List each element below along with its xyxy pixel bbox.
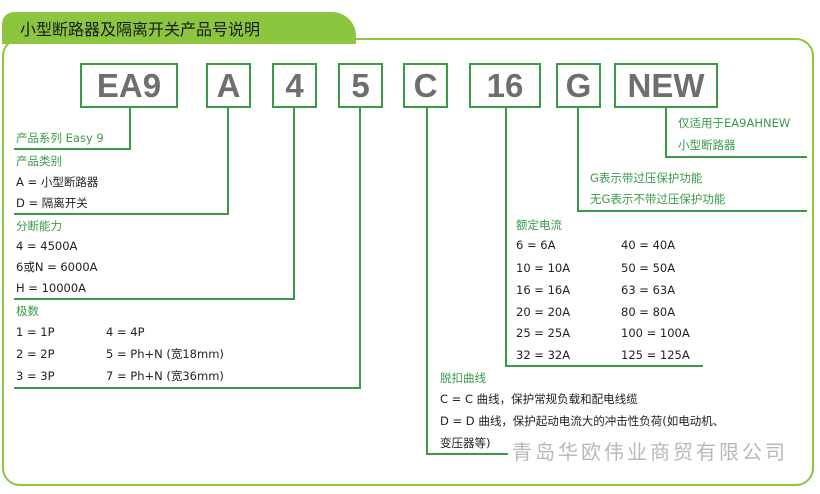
type-title: 产品类别	[16, 154, 62, 168]
current-item: 125 = 125A	[621, 348, 690, 362]
underline-poles	[14, 387, 361, 389]
connector-current	[505, 108, 507, 366]
current-item: 32 = 32A	[516, 348, 571, 362]
poles-title: 极数	[16, 304, 39, 318]
connector-poles	[359, 108, 361, 388]
code-curve-box: C	[403, 63, 448, 108]
curve-item: 变压器等)	[440, 436, 491, 450]
underline-new	[665, 156, 807, 158]
current-item: 40 = 40A	[621, 238, 676, 252]
curve-item: C = C 曲线，保护常规负载和配电线缆	[440, 392, 638, 406]
current-item: 100 = 100A	[621, 326, 690, 340]
new-note-item: 小型断路器	[678, 138, 736, 152]
code-poles-box: 5	[338, 63, 383, 108]
code-new-box: NEW	[614, 63, 718, 108]
capacity-item: 6或N = 6000A	[16, 260, 98, 274]
underline-current	[505, 365, 703, 367]
page-title: 小型断路器及隔离开关产品号说明	[20, 20, 261, 39]
current-item: 6 = 6A	[516, 238, 556, 252]
code-current-box: 16	[469, 63, 541, 108]
poles-item: 5 = Ph+N (宽18mm)	[106, 347, 224, 361]
code-type-box: A	[206, 63, 251, 108]
underline-series	[14, 148, 131, 150]
underline-type	[14, 213, 229, 215]
code-series-box: EA9	[80, 63, 178, 108]
connector-type	[227, 108, 229, 214]
underline-capacity	[14, 298, 295, 300]
type-item: D = 隔离开关	[16, 196, 88, 210]
current-title: 额定电流	[516, 218, 562, 232]
poles-item: 3 = 3P	[16, 369, 55, 383]
underline-g	[577, 210, 807, 212]
capacity-item: H = 10000A	[16, 281, 87, 295]
connector-series	[129, 108, 131, 149]
type-item: A = 小型断路器	[16, 175, 99, 189]
current-item: 80 = 80A	[621, 305, 676, 319]
connector-g	[577, 108, 579, 211]
connector-curve	[426, 108, 428, 454]
current-item: 10 = 10A	[516, 261, 571, 275]
current-item: 63 = 63A	[621, 283, 676, 297]
new-note-item: 仅适用于EA9AHNEW	[678, 116, 791, 130]
content-frame	[2, 38, 814, 486]
current-item: 20 = 20A	[516, 305, 571, 319]
current-item: 16 = 16A	[516, 283, 571, 297]
connector-capacity	[293, 108, 295, 299]
poles-item: 7 = Ph+N (宽36mm)	[106, 369, 224, 383]
poles-item: 1 = 1P	[16, 325, 55, 339]
capacity-title: 分断能力	[16, 219, 62, 233]
series-title: 产品系列 Easy 9	[16, 131, 104, 145]
company-watermark: 青岛华欧伟业商贸有限公司	[512, 440, 788, 464]
poles-item: 4 = 4P	[106, 325, 145, 339]
g-option-item: 无G表示不带过压保护功能	[590, 192, 726, 206]
curve-title: 脱扣曲线	[440, 371, 486, 385]
poles-item: 2 = 2P	[16, 347, 55, 361]
code-capacity-box: 4	[272, 63, 317, 108]
code-g-box: G	[556, 63, 601, 108]
capacity-item: 4 = 4500A	[16, 239, 78, 253]
current-item: 25 = 25A	[516, 326, 571, 340]
underline-curve	[426, 453, 508, 455]
current-item: 50 = 50A	[621, 261, 676, 275]
curve-item: D = D 曲线，保护起动电流大的冲击性负荷(如电动机、	[440, 414, 725, 428]
g-option-item: G表示带过压保护功能	[590, 171, 703, 185]
connector-new	[665, 108, 667, 157]
